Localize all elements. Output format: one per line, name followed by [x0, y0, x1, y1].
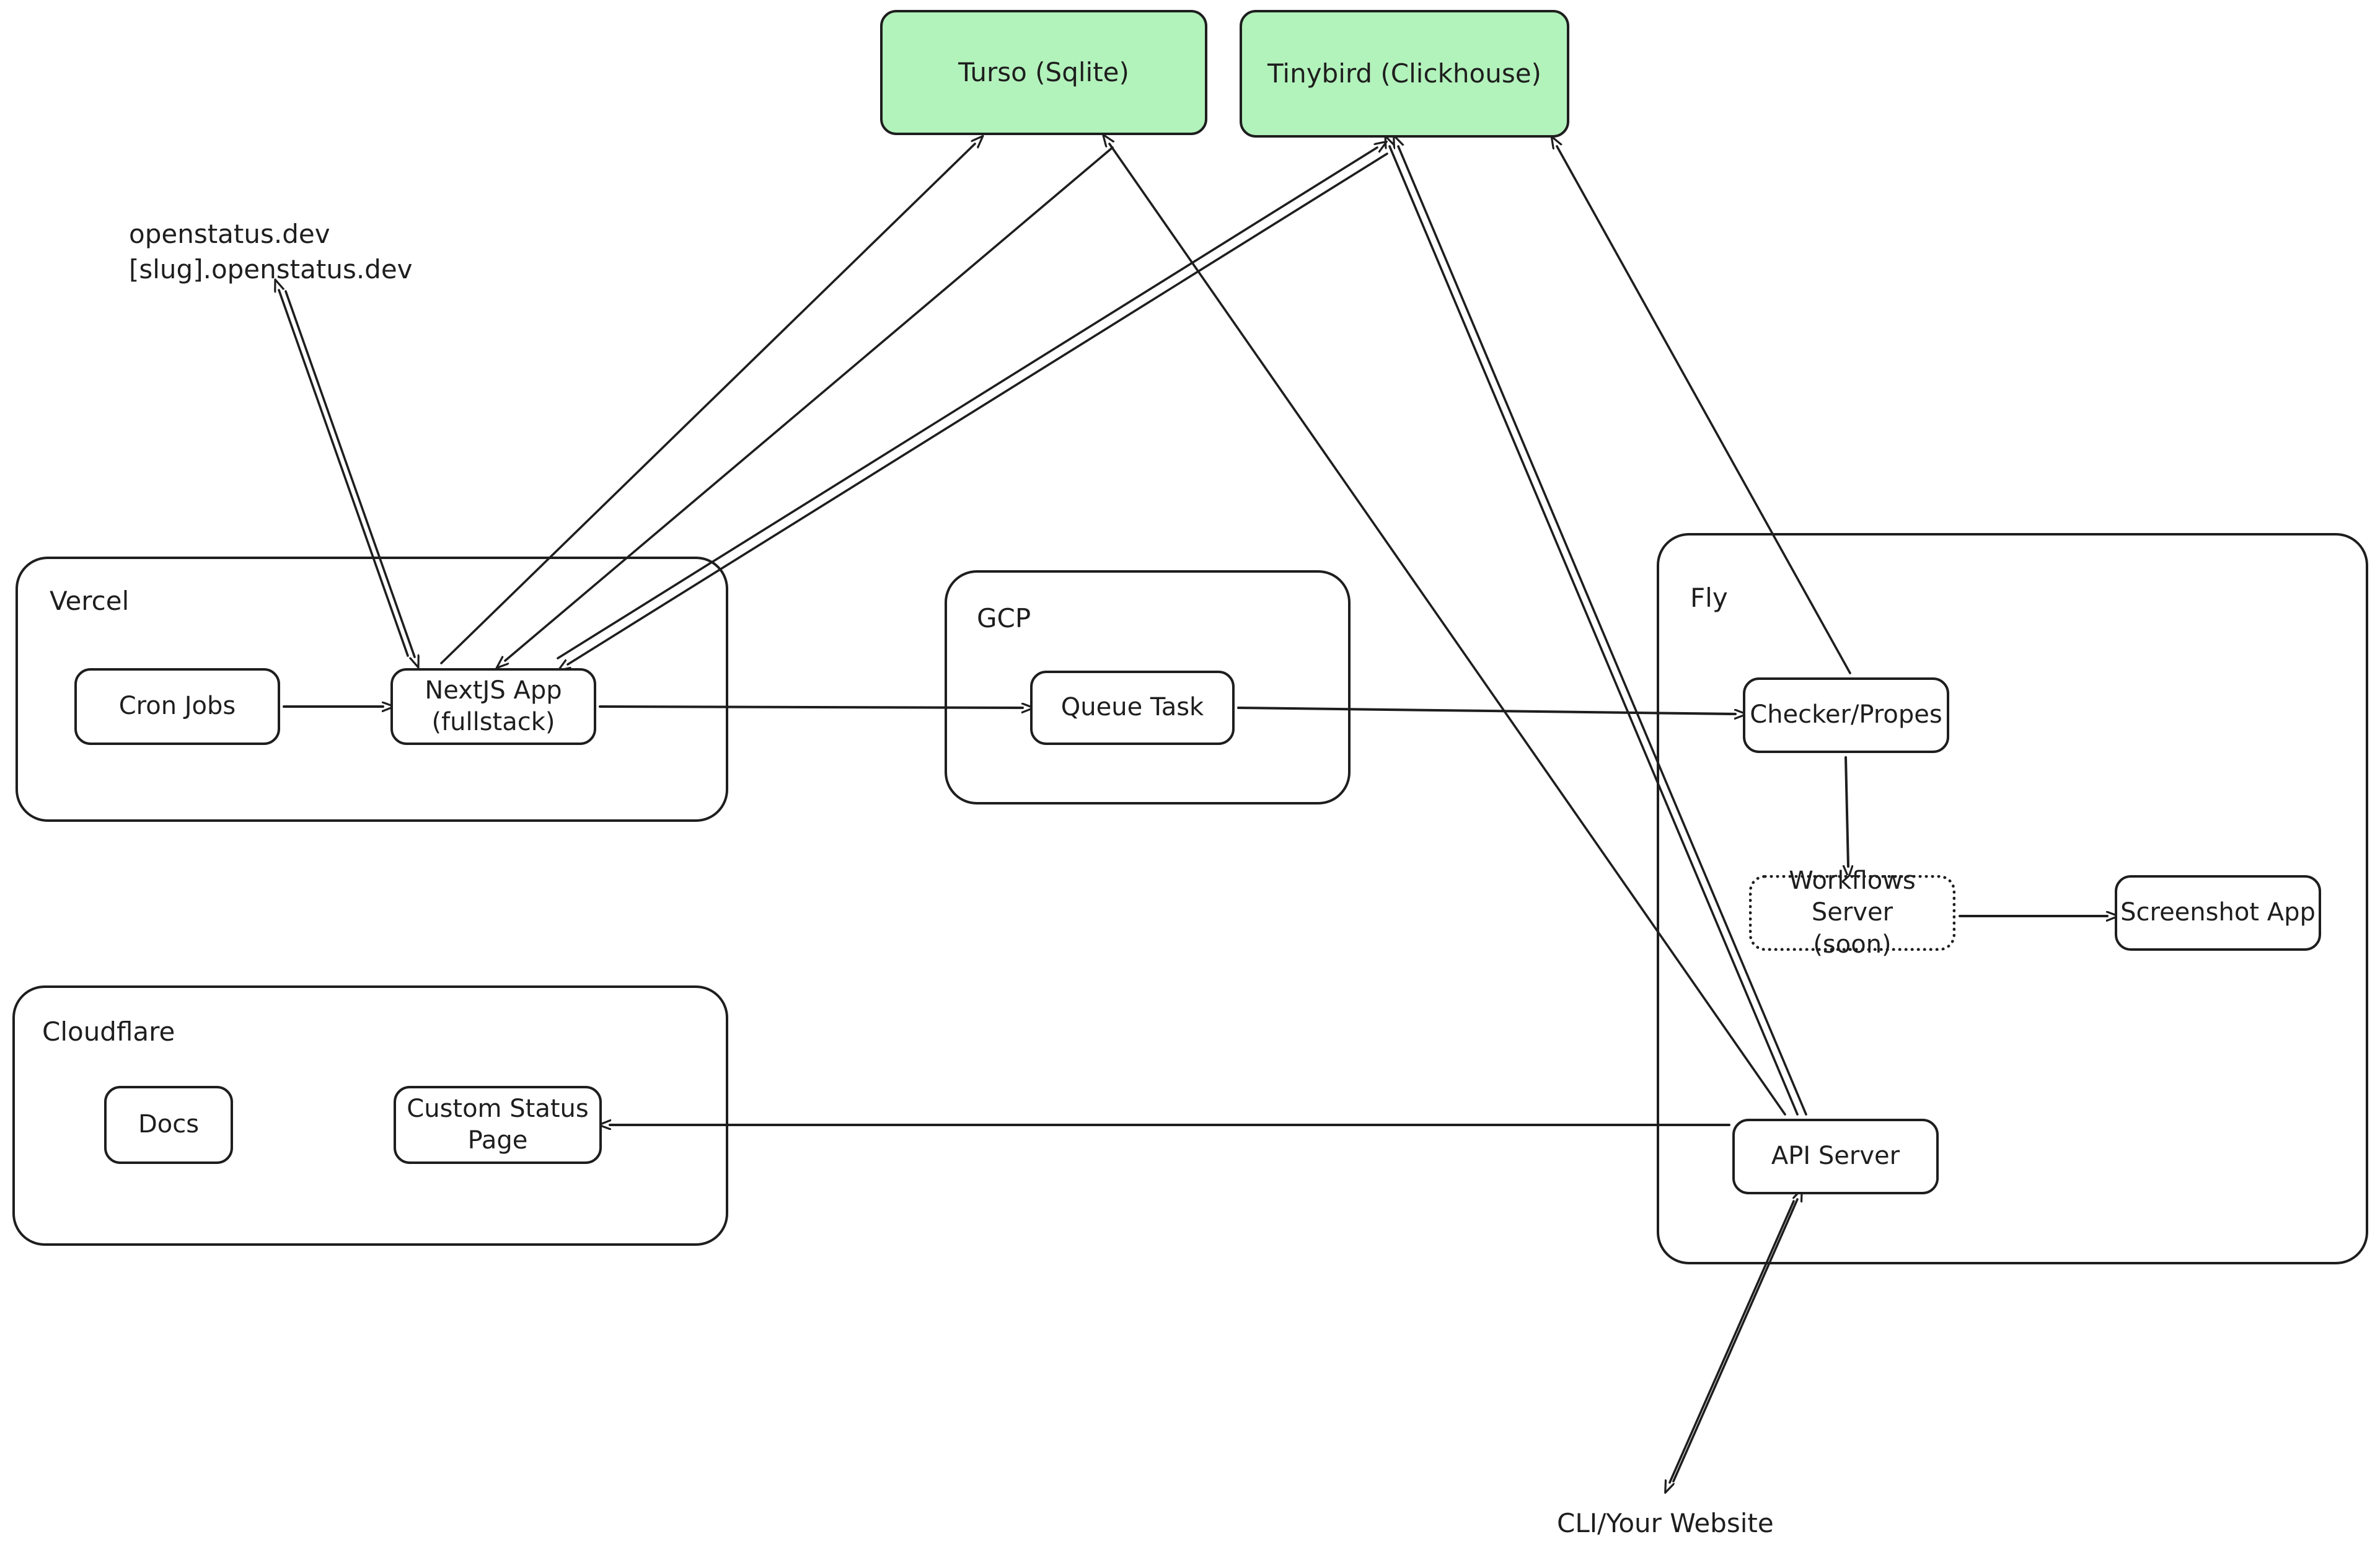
node-workflows-server[interactable]: Workflows Server (soon) — [1749, 866, 1955, 959]
node-custom-status-page[interactable]: Custom Status Page — [394, 1086, 602, 1164]
label-cli-your-website: CLI/Your Website — [1557, 1508, 1774, 1538]
node-nextjs-app[interactable]: NextJS App (fullstack) — [390, 668, 596, 745]
node-turso[interactable]: Turso (Sqlite) — [880, 10, 1207, 135]
group-cloudflare — [12, 985, 728, 1246]
node-tinybird[interactable]: Tinybird (Clickhouse) — [1240, 10, 1569, 138]
node-queue-task[interactable]: Queue Task — [1030, 671, 1235, 745]
group-label-fly: Fly — [1690, 583, 1728, 613]
node-checker-propes[interactable]: Checker/Propes — [1743, 677, 1949, 753]
group-label-cloudflare: Cloudflare — [42, 1016, 175, 1047]
group-label-vercel: Vercel — [50, 586, 130, 616]
node-docs[interactable]: Docs — [104, 1086, 233, 1164]
node-api-server[interactable]: API Server — [1732, 1119, 1939, 1194]
label-domains: openstatus.dev [slug].openstatus.dev — [129, 219, 413, 284]
node-cron-jobs[interactable]: Cron Jobs — [74, 668, 280, 745]
group-label-gcp: GCP — [977, 603, 1031, 633]
node-screenshot-app[interactable]: Screenshot App — [2115, 875, 2321, 951]
